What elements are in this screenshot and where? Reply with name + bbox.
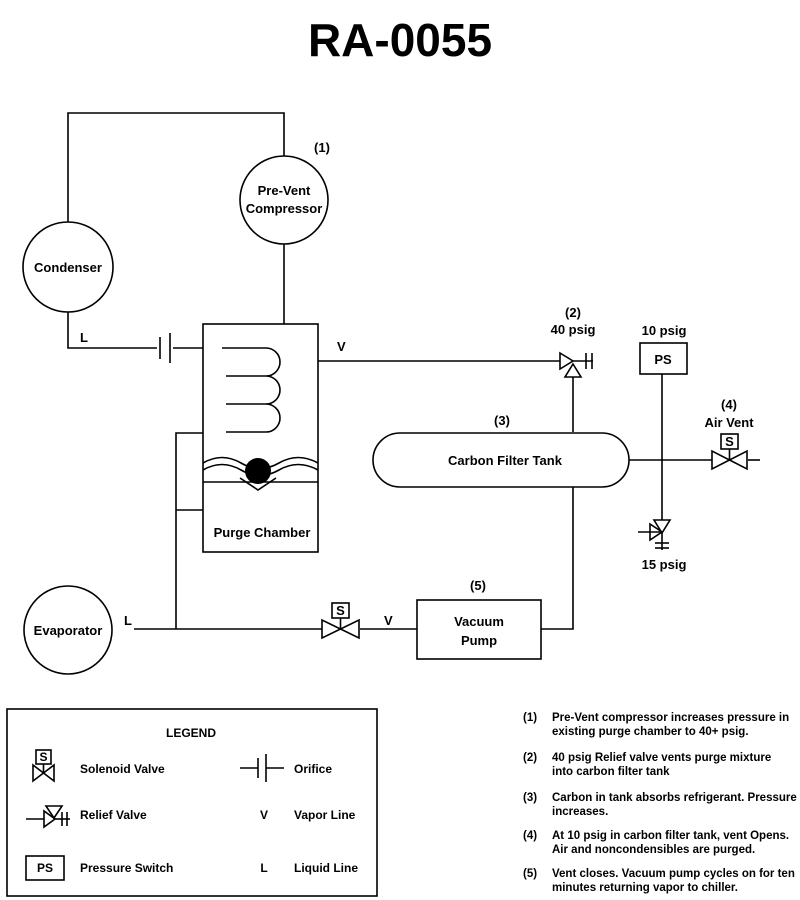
svg-text:into carbon filter tank: into carbon filter tank [552, 766, 670, 778]
legend-solenoid-label: Solenoid Valve [80, 762, 165, 776]
svg-text:Air and noncondensibles are pu: Air and noncondensibles are purged. [552, 844, 755, 856]
legend-liquid-label: Liquid Line [294, 861, 358, 875]
vapor-line-marker-top: V [337, 339, 346, 354]
svg-text:increases.: increases. [552, 806, 608, 818]
line-tank-pump [541, 487, 574, 630]
diagram-title: RA-0055 [308, 14, 492, 66]
condenser-label: Condenser [34, 260, 102, 275]
relief-valve-15: 15 psig [638, 519, 687, 572]
relief-number: (2) [565, 305, 581, 320]
svg-text:At 10 psig in carbon filter ta: At 10 psig in carbon filter tank, vent O… [552, 830, 789, 842]
legend-vapor-label: Vapor Line [294, 808, 356, 822]
pressure-switch-label: PS [654, 352, 672, 367]
svg-text:minutes returning vapor to chi: minutes returning vapor to chiller. [552, 882, 738, 894]
legend: LEGEND S Solenoid Valve Orifice Reli [6, 708, 378, 897]
svg-text:S: S [39, 750, 47, 764]
legend-liquid-symbol: L [260, 861, 267, 875]
note-2: (2) 40 psig Relief valve vents purge mix… [523, 752, 771, 778]
pressure-switch-psig: 10 psig [642, 323, 687, 338]
vent-valve-right-icon [727, 449, 748, 471]
relief-valve-body-icon [559, 351, 575, 371]
legend-ps-box [25, 855, 65, 881]
pump-number: (5) [470, 578, 486, 593]
return-line-purge [175, 432, 203, 629]
compressor-number: (1) [314, 140, 330, 155]
pump-label-2: Pump [461, 633, 497, 648]
legend-relief-label: Relief Valve [80, 808, 147, 822]
vacuum-pump: (5) Vacuum Pump [416, 578, 542, 660]
pressure-switch: 10 psig PS [639, 323, 688, 375]
liquid-line-marker-bottom: L [124, 613, 132, 628]
relief-valve-15-body-icon [652, 519, 672, 535]
legend-relief-icon [26, 805, 70, 829]
relief-15-psig: 15 psig [642, 557, 687, 572]
legend-title: LEGEND [166, 726, 216, 740]
notes: (1) Pre-Vent compressor increases pressu… [523, 712, 797, 894]
relief-psig: 40 psig [551, 322, 596, 337]
condenser: Condenser [22, 221, 114, 313]
svg-text:Carbon in tank absorbs refrige: Carbon in tank absorbs refrigerant. Pres… [552, 792, 797, 804]
liquid-line-condenser [67, 312, 157, 349]
evaporator-label: Evaporator [34, 623, 103, 638]
svg-text:existing purge chamber to 40+: existing purge chamber to 40+ psig. [552, 726, 749, 738]
return-valve-right-icon [338, 618, 360, 640]
note-3: (3) Carbon in tank absorbs refrigerant. … [523, 792, 797, 818]
svg-text:(3): (3) [523, 792, 537, 804]
svg-text:40 psig Relief valve vents pur: 40 psig Relief valve vents purge mixture [552, 752, 771, 764]
return-valve-left-icon [321, 618, 343, 640]
float-ball-icon [245, 458, 271, 484]
legend-ps-symbol: PS [37, 861, 53, 875]
vent-number: (4) [721, 397, 737, 412]
vapor-line-compressor-condenser [67, 112, 285, 223]
svg-text:(5): (5) [523, 868, 537, 880]
vent-label: Air Vent [704, 415, 754, 430]
relief-valve-40: (2) 40 psig [551, 305, 596, 378]
svg-text:(1): (1) [523, 712, 537, 724]
note-4: (4) At 10 psig in carbon filter tank, ve… [523, 830, 789, 856]
liquid-line-marker-top: L [80, 330, 88, 345]
orifice-icon [159, 333, 171, 363]
return-solenoid-s: S [336, 603, 345, 618]
legend-solenoid-icon: S [32, 749, 55, 783]
vent-valve-left-icon [711, 449, 732, 471]
vent-solenoid-s: S [725, 434, 734, 449]
tank-number: (3) [494, 413, 510, 428]
svg-text:(2): (2) [523, 752, 537, 764]
air-vent: (4) Air Vent S [704, 397, 754, 471]
compressor-label-1: Pre-Vent [258, 183, 311, 198]
return-solenoid-valve: S [321, 602, 360, 640]
svg-text:(4): (4) [523, 830, 537, 842]
legend-vapor-symbol: V [260, 808, 268, 822]
purge-chamber: Purge Chamber [202, 323, 319, 553]
svg-text:Vent closes. Vacuum pump cycle: Vent closes. Vacuum pump cycles on for t… [552, 868, 795, 880]
note-1: (1) Pre-Vent compressor increases pressu… [523, 712, 789, 738]
legend-ps-label: Pressure Switch [80, 861, 173, 875]
evaporator: Evaporator [23, 585, 113, 675]
relief-valve-outlet-icon [563, 362, 583, 378]
legend-orifice-label: Orifice [294, 762, 332, 776]
tank-label: Carbon Filter Tank [448, 453, 563, 468]
svg-text:Pre-Vent compressor increases: Pre-Vent compressor increases pressure i… [552, 712, 789, 724]
compressor-label-2: Compressor [246, 201, 323, 216]
pump-label-1: Vacuum [454, 614, 504, 629]
pre-vent-compressor: (1) Pre-Vent Compressor [239, 140, 330, 245]
carbon-filter-tank: (3) Carbon Filter Tank [372, 413, 630, 488]
vapor-line-marker-bottom: V [384, 613, 393, 628]
legend-orifice-icon [240, 754, 284, 782]
purge-chamber-label: Purge Chamber [214, 525, 311, 540]
note-5: (5) Vent closes. Vacuum pump cycles on f… [523, 868, 795, 894]
condensing-coil [222, 347, 281, 433]
